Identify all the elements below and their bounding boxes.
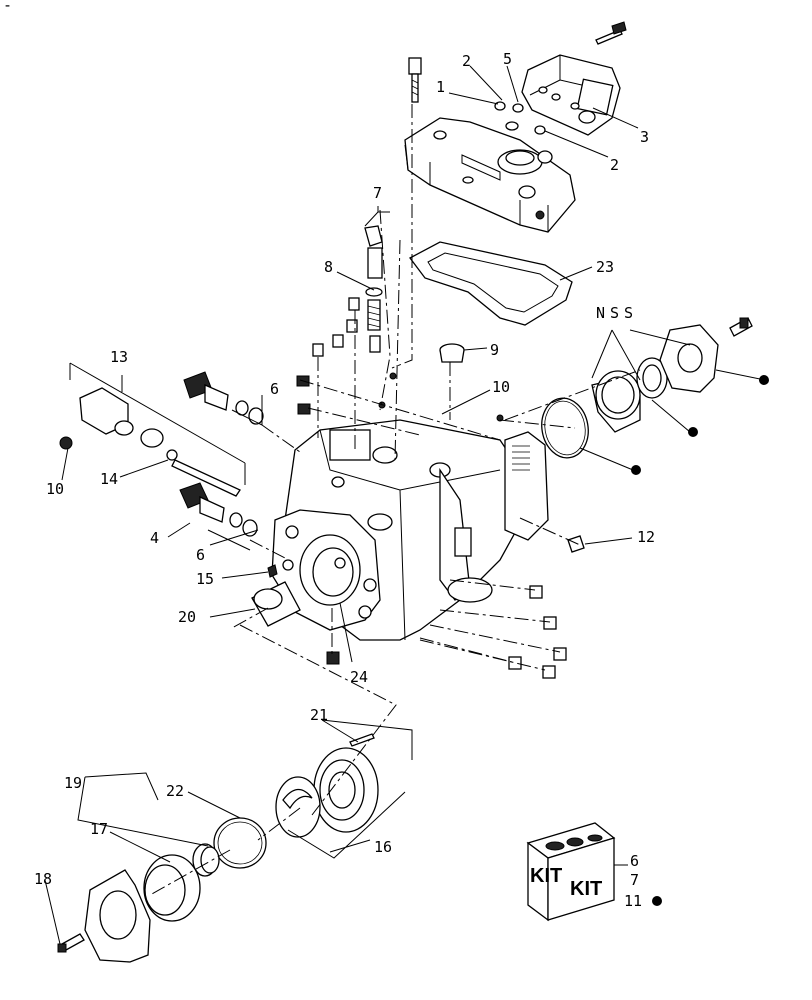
callout-17: 17 [90, 820, 108, 838]
callout-2-right: 2 [610, 156, 619, 174]
plate-screw-right [729, 317, 753, 337]
callout-7-top: 7 [373, 184, 382, 202]
nut-10-left [59, 436, 73, 450]
kit-box-icon: KIT KIT [526, 822, 616, 922]
callout-13: 13 [110, 348, 128, 366]
callout-4: 4 [150, 529, 159, 547]
oring-22 [213, 817, 267, 869]
screw-18 [57, 933, 85, 953]
callout-20: 20 [178, 608, 196, 626]
side-plugs [508, 535, 585, 679]
callout-14: 14 [100, 470, 118, 488]
callout-16: 16 [374, 838, 392, 856]
nss-label: NSS [596, 304, 638, 322]
callout-3: 3 [640, 128, 649, 146]
oring-large [541, 397, 589, 459]
cartridge-valve-lower [179, 482, 258, 537]
solenoid-valve [521, 54, 621, 136]
sleeve-20 [251, 564, 301, 627]
cartridge-valve-upper [183, 371, 264, 425]
callout-10-left: 10 [46, 480, 64, 498]
callout-labels: 1 2 5 3 2 23 7 8 9 10 NSS 12 13 6 10 14 … [34, 50, 655, 910]
callout-23: 23 [596, 258, 614, 276]
relief-fitting-13 [79, 387, 241, 497]
solenoid-screw [595, 21, 627, 45]
callout-1: 1 [436, 78, 445, 96]
small-plugs [296, 297, 504, 422]
center-lines [149, 104, 641, 896]
callout-21: 21 [310, 706, 328, 724]
plug-9 [439, 343, 465, 363]
callout-24: 24 [350, 668, 368, 686]
plug-24 [326, 651, 340, 665]
shaft-seal [636, 357, 668, 399]
bullet-marker-2 [688, 427, 698, 437]
kit-label-side: KIT [570, 878, 602, 900]
callout-11: 11 [624, 892, 642, 910]
callout-10-right: 10 [492, 378, 510, 396]
callout-5: 5 [503, 50, 512, 68]
bullet-marker-4 [652, 896, 662, 906]
callout-9: 9 [490, 341, 499, 359]
kit-bullet-markers [631, 375, 769, 906]
retaining-plate-18 [84, 869, 151, 963]
callout-6-top: 6 [270, 380, 279, 398]
port-plate-16 [275, 776, 321, 838]
bearing-race [591, 370, 641, 433]
callout-8: 8 [324, 258, 333, 276]
callout-6-kit: 6 [630, 852, 639, 870]
bullet-marker-1 [759, 375, 769, 385]
callout-6-mid: 6 [196, 546, 205, 564]
pump-housing [271, 419, 549, 641]
gerotor-16 [313, 747, 379, 833]
small-seals [494, 101, 546, 135]
pin-21 [349, 733, 375, 747]
callout-12: 12 [637, 528, 655, 546]
retaining-plate-right [659, 324, 719, 393]
bullet-marker-3 [631, 465, 641, 475]
callout-18: 18 [34, 870, 52, 888]
callout-19: 19 [64, 774, 82, 792]
adjuster-assembly [364, 225, 383, 353]
leader-lines [44, 65, 766, 945]
callout-2-top: 2 [462, 52, 471, 70]
bearing-17 [143, 854, 201, 922]
callout-15: 15 [196, 570, 214, 588]
control-valve-housing [404, 117, 576, 233]
callout-7-kit: 7 [630, 871, 639, 889]
gasket [409, 241, 573, 326]
kit-label-front: KIT [530, 865, 562, 887]
long-bolt [408, 57, 422, 103]
corner-mark: - [3, 0, 12, 14]
callout-22: 22 [166, 782, 184, 800]
